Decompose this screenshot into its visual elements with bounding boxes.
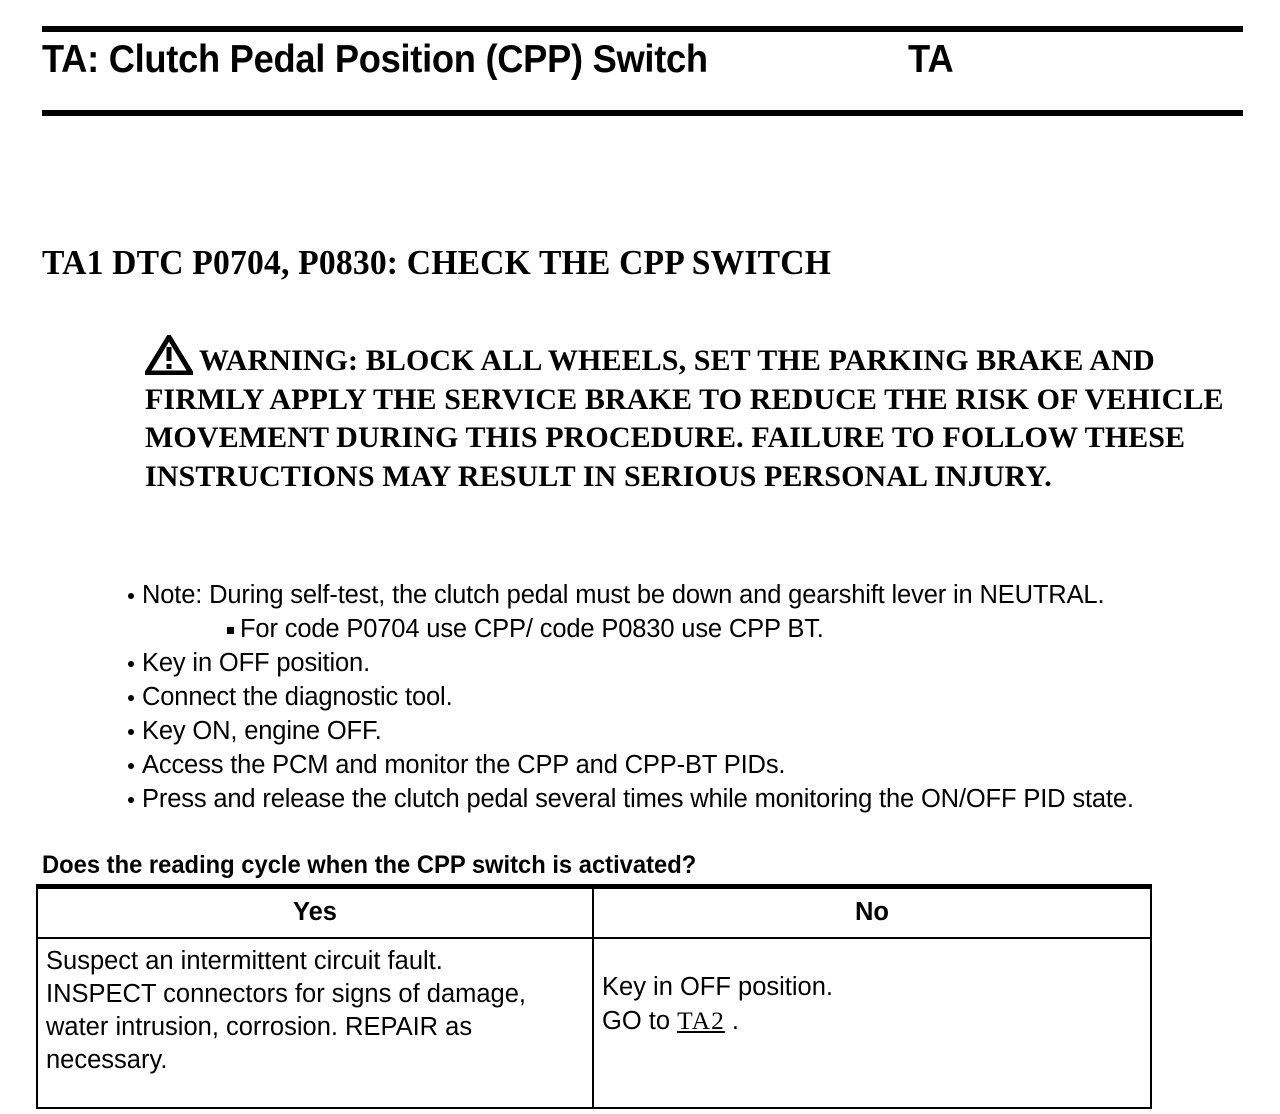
- table-row: Suspect an intermittent circuit fault. I…: [36, 937, 1152, 1109]
- list-item: Note: During self-test, the clutch pedal…: [128, 578, 1248, 612]
- bullet-square-icon: [227, 627, 234, 634]
- cell-goto-line: GO to TA2 .: [602, 1004, 1142, 1038]
- list-item-text: Press and release the clutch pedal sever…: [142, 785, 1134, 813]
- column-header-yes: Yes: [36, 884, 594, 939]
- list-item: Access the PCM and monitor the CPP and C…: [128, 748, 1248, 782]
- section-code: TA: [907, 38, 954, 81]
- list-item-text: Note: During self-test, the clutch pedal…: [142, 581, 1105, 609]
- bullet-dot-icon: [128, 763, 134, 769]
- list-item-text: For code P0704 use CPP/ code P0830 use C…: [240, 615, 824, 643]
- cell-text-line: Key in OFF position.: [602, 973, 834, 1001]
- bullet-dot-icon: [128, 729, 134, 735]
- table-header-row: Yes No: [36, 884, 1152, 939]
- goto-prefix: GO to: [602, 1007, 671, 1035]
- cell-no-answer: Key in OFF position. GO to TA2 .: [592, 937, 1152, 1109]
- bullet-dot-icon: [128, 797, 134, 803]
- goto-suffix: .: [731, 1007, 740, 1035]
- list-item: For code P0704 use CPP/ code P0830 use C…: [128, 612, 1248, 646]
- list-item: Press and release the clutch pedal sever…: [128, 782, 1248, 816]
- decision-table: Yes No Suspect an intermittent circuit f…: [36, 884, 1152, 1109]
- header-row: TA: Clutch Pedal Position (CPP) Switch T…: [42, 32, 1243, 110]
- cell-text-line: water intrusion, corrosion. REPAIR as: [46, 1013, 473, 1041]
- cell-yes-answer: Suspect an intermittent circuit fault. I…: [36, 937, 594, 1109]
- column-header-no: No: [592, 884, 1152, 939]
- list-item: Connect the diagnostic tool.: [128, 680, 1248, 714]
- cell-text-line: INSPECT connectors for signs of damage,: [46, 980, 527, 1008]
- warning-block: WARNING: BLOCK ALL WHEELS, SET THE PARKI…: [142, 332, 1243, 496]
- cell-text-line: Suspect an intermittent circuit fault.: [46, 947, 443, 975]
- procedure-step-list: Note: During self-test, the clutch pedal…: [128, 578, 1248, 816]
- header-rule-top: [42, 26, 1243, 32]
- list-item: Key ON, engine OFF.: [128, 714, 1248, 748]
- page-header: TA: Clutch Pedal Position (CPP) Switch T…: [42, 26, 1243, 116]
- list-item-text: Access the PCM and monitor the CPP and C…: [142, 751, 786, 779]
- link-ta2[interactable]: TA2: [677, 1006, 725, 1035]
- list-item-text: Key in OFF position.: [142, 649, 371, 677]
- bullet-dot-icon: [128, 661, 134, 667]
- cell-text-line: necessary.: [46, 1046, 168, 1074]
- bullet-dot-icon: [128, 695, 134, 701]
- warning-triangle-icon: [142, 332, 196, 376]
- header-rule-bottom: [42, 110, 1243, 116]
- list-item-text: Connect the diagnostic tool.: [142, 683, 453, 711]
- warning-text: WARNING: BLOCK ALL WHEELS, SET THE PARKI…: [145, 344, 1224, 493]
- section-title: TA1 DTC P0704, P0830: CHECK THE CPP SWIT…: [42, 243, 832, 282]
- list-item: Key in OFF position.: [128, 646, 1248, 680]
- bullet-dot-icon: [128, 593, 134, 599]
- decision-question: Does the reading cycle when the CPP swit…: [42, 851, 697, 879]
- list-item-text: Key ON, engine OFF.: [142, 717, 382, 745]
- page-title: TA: Clutch Pedal Position (CPP) Switch: [42, 38, 708, 81]
